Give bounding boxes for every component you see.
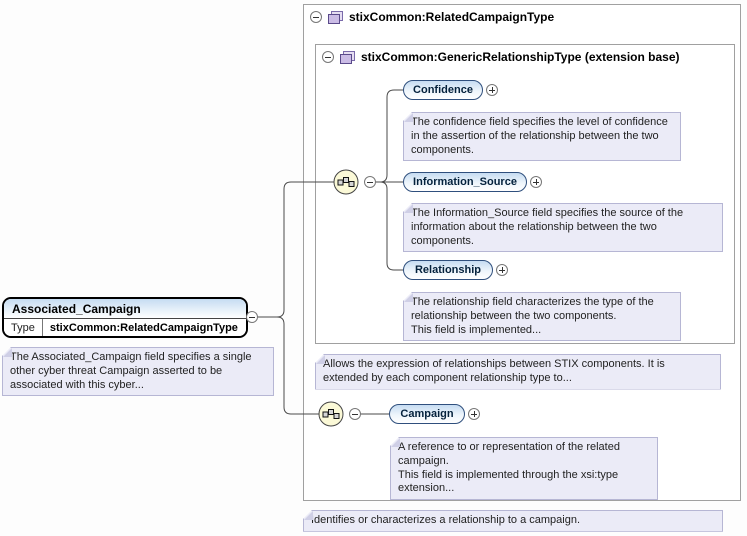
complextype-icon — [340, 50, 355, 64]
element-campaign[interactable]: Campaign — [389, 404, 465, 424]
element-information-source[interactable]: Information_Source — [403, 172, 527, 192]
collapse-icon[interactable] — [246, 311, 258, 323]
collapse-icon[interactable] — [322, 51, 334, 63]
associated-campaign-annotation: The Associated_Campaign field specifies … — [2, 347, 274, 397]
sequence-icon[interactable] — [318, 401, 344, 432]
element-confidence-label: Confidence — [413, 84, 473, 96]
expand-icon[interactable] — [486, 84, 498, 96]
campaign-annotation-text-1: A reference to or representation of the … — [398, 441, 620, 467]
generic-relationship-annotation-text: Allows the expression of relationships b… — [323, 358, 665, 384]
information-source-annotation-text: The Information_Source field specifies t… — [411, 207, 684, 247]
expand-icon[interactable] — [496, 264, 508, 276]
generic-relationship-annotation: Allows the expression of relationships b… — [315, 354, 721, 390]
relationship-annotation-text-1: The relationship field characterizes the… — [411, 296, 654, 322]
element-campaign-label: Campaign — [400, 408, 454, 420]
collapse-icon[interactable] — [310, 11, 322, 23]
collapse-icon[interactable] — [349, 408, 361, 420]
confidence-annotation: The confidence field specifies the level… — [403, 112, 681, 162]
related-campaign-type-annotation-text: Identifies or characterizes a relationsh… — [311, 514, 581, 526]
associated-campaign-annotation-text: The Associated_Campaign field specifies … — [10, 351, 252, 391]
campaign-annotation-text-2: This field is implemented through the xs… — [398, 468, 619, 495]
relationship-annotation: The relationship field characterizes the… — [403, 292, 681, 342]
collapse-icon[interactable] — [364, 176, 376, 188]
sequence-icon[interactable] — [333, 169, 359, 200]
relationship-annotation-text-2: This field is implemented... — [411, 323, 542, 336]
associated-campaign-name-row: Associated_Campaign — [4, 299, 246, 319]
element-associated-campaign[interactable]: Associated_Campaign Type stixCommon:Rela… — [2, 297, 248, 338]
confidence-annotation-text: The confidence field specifies the level… — [411, 116, 668, 156]
associated-campaign-name: Associated_Campaign — [12, 301, 141, 316]
type-value: stixCommon:RelatedCampaignType — [49, 321, 238, 334]
related-campaign-type-header: stixCommon:RelatedCampaignType — [310, 9, 554, 25]
element-relationship-label: Relationship — [414, 264, 481, 276]
element-confidence[interactable]: Confidence — [403, 80, 483, 100]
campaign-annotation: A reference to or representation of the … — [390, 437, 658, 500]
related-campaign-type-label: stixCommon:RelatedCampaignType — [349, 10, 555, 24]
generic-relationship-type-label: stixCommon:GenericRelationshipType (exte… — [361, 50, 680, 64]
element-information-source-label: Information_Source — [413, 176, 517, 188]
expand-icon[interactable] — [530, 176, 542, 188]
information-source-annotation: The Information_Source field specifies t… — [403, 203, 723, 253]
generic-relationship-type-header: stixCommon:GenericRelationshipType (exte… — [322, 49, 680, 65]
related-campaign-type-annotation: Identifies or characterizes a relationsh… — [303, 510, 723, 532]
associated-campaign-type-row: Type stixCommon:RelatedCampaignType — [4, 319, 246, 336]
expand-icon[interactable] — [468, 408, 480, 420]
complextype-icon — [328, 10, 343, 24]
type-label: Type — [4, 319, 43, 336]
element-relationship[interactable]: Relationship — [403, 260, 493, 280]
